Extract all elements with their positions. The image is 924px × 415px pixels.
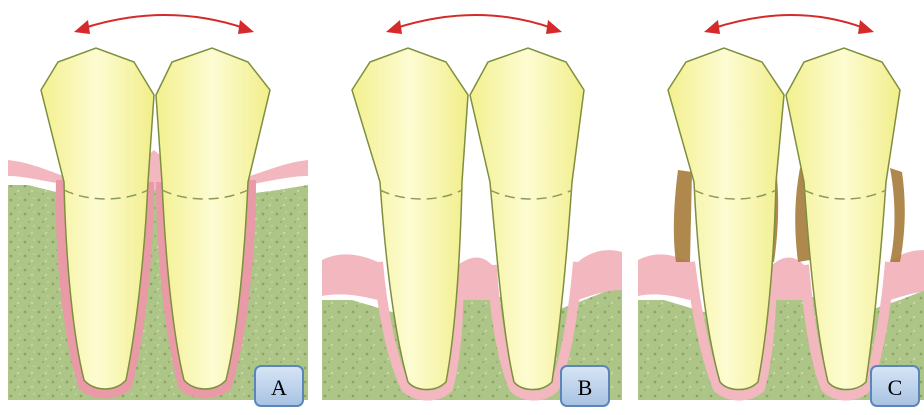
mobility-arrow bbox=[84, 15, 244, 28]
panel-a-illustration bbox=[8, 0, 308, 415]
panel-a: A bbox=[8, 0, 308, 415]
gum bbox=[322, 254, 378, 300]
mobility-arrow bbox=[714, 15, 864, 28]
calculus-deposit bbox=[890, 168, 905, 262]
panel-c-illustration bbox=[638, 0, 924, 415]
panel-label-c: C bbox=[870, 365, 920, 407]
panel-c: C bbox=[638, 0, 924, 415]
calculus-deposit bbox=[674, 170, 692, 262]
mobility-arrow bbox=[396, 15, 552, 28]
panel-b: B bbox=[322, 0, 622, 415]
panel-b-illustration bbox=[322, 0, 622, 415]
panel-label-a: A bbox=[254, 365, 304, 407]
panel-label-b: B bbox=[560, 365, 610, 407]
